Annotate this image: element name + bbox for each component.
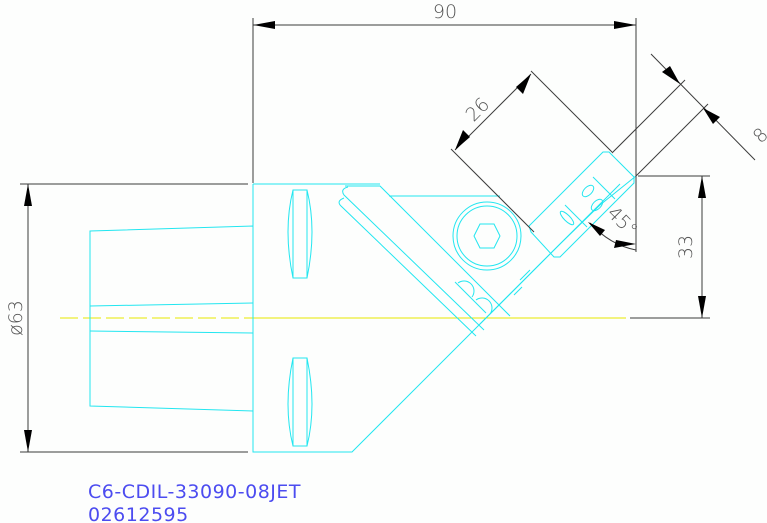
dimension-8: 8 — [611, 53, 767, 177]
dim-width-text: 90 — [433, 1, 457, 23]
dim-diameter-text: ø63 — [5, 300, 27, 336]
dimension-26: 26 — [450, 70, 613, 233]
part-code: 02612595 — [88, 504, 189, 523]
dimension-90: 90 — [252, 1, 637, 183]
dimension-33: 33 — [630, 175, 710, 319]
dim-insert-width-text: 8 — [749, 124, 767, 148]
dimension-diameter: ø63 — [5, 183, 248, 453]
dimension-angle: 45° — [588, 176, 642, 252]
dim-insert-length-text: 26 — [461, 93, 494, 126]
part-number: C6-CDIL-33090-08JET — [88, 481, 302, 503]
cutter-body — [252, 151, 637, 453]
dim-offset-text: 33 — [675, 235, 697, 259]
